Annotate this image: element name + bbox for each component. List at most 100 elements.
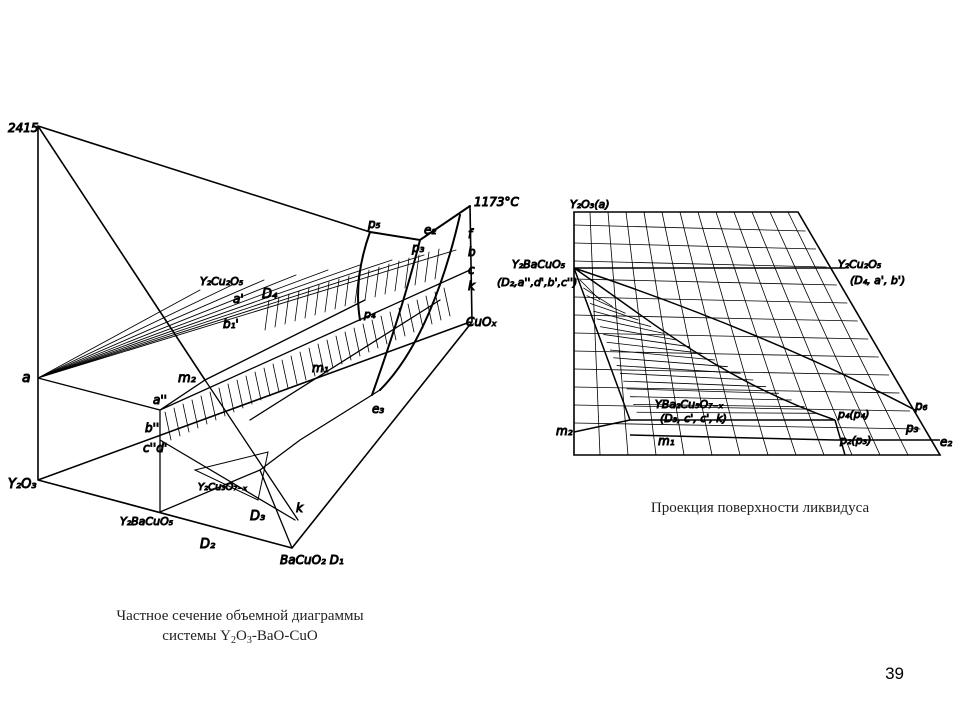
label-y2cu2o5-sub: (D₄, a', b') [850,274,905,287]
hatch-line [404,257,410,289]
hatch-line [362,323,370,353]
hatch-line [182,403,190,433]
liquidus-projection: Y₂O₃(a) Y₂BaCuO₅ (D₂,a'',d',b',c'') Y₂Cu… [497,198,953,456]
label-d2: D₂ [200,537,215,552]
hatch-line [619,372,754,381]
hatch-line [254,371,262,401]
label-e2: e₂ [424,223,436,237]
grid-line [573,350,879,358]
label-b-dprime: b'' [145,421,159,435]
liquidus-curve [357,205,471,396]
hatch-line [245,375,253,405]
label-p3: p₃ [411,241,425,255]
label-y2bacuo5-r: Y₂BaCuO₅ [512,258,565,271]
grid-line [573,278,837,286]
ray-line [37,254,425,379]
hatch-line [218,387,226,417]
hatch-line [236,379,244,409]
hatch-line [424,251,430,283]
grid-line [573,368,890,376]
ray-line [37,279,265,379]
grid-line [573,242,816,250]
grid-line [733,211,825,456]
ray-line [37,289,201,379]
hatch-line [344,331,352,361]
grid-line [697,211,769,456]
frame-edges [37,125,473,549]
hatch-line [294,290,300,322]
hatch-line [164,411,172,441]
hatch-line [398,307,406,337]
hatch-line [324,281,330,313]
label-p6: p₆ [914,399,928,413]
hatch-line [290,355,298,385]
label-bacuo2: BaCuO₂ D₁ [280,553,344,567]
label-y2cu2o5-r: Y₂Cu₂O₅ [838,258,881,271]
label-p3-r: p₃ [905,421,919,435]
grid-line [573,332,869,340]
hatch-line [586,295,626,314]
ray-line [37,269,329,379]
label-c: c [468,263,475,277]
hatch-line [354,272,360,304]
hatch-line [389,311,397,341]
hatch-line [281,359,289,389]
grid-line [679,211,741,456]
label-a-prime: a' [233,292,244,306]
label-yba2: YBa₂Cu₃O₇₋ₓ [655,398,723,411]
caption-line-2: системы Y2O3-BaO-CuO [162,628,318,646]
hatch-line [314,284,320,316]
label-p4p4: p₄(p₄) [837,408,869,421]
projection-hatch [579,279,818,414]
hatch-line [317,343,325,373]
sub-triangle [193,451,269,501]
grid-line [715,211,797,456]
hatch-line [200,395,208,425]
hatch-line [613,357,728,368]
grid-line [573,260,827,268]
hatch-line [304,287,310,319]
hatch-line [173,407,181,437]
hatch-line [633,404,805,408]
label-b1: b₁' [223,317,239,331]
hatch-line [623,380,767,388]
label-m2-r: m₂ [556,424,573,438]
label-m1: m₁ [312,361,329,375]
label-p5: p₅ [367,217,381,231]
label-k: k [468,279,476,293]
hatch-line [434,291,442,321]
grid-line [769,211,881,456]
ray-line [37,259,393,379]
grid-line [573,296,848,304]
label-c-d: c''d' [143,441,167,455]
grid-line [573,404,910,412]
ray-line [37,249,457,379]
ray-line [37,274,297,379]
hatch-line [589,302,639,321]
ray-line [37,264,361,379]
hatch-line [425,295,433,325]
hatch-line [599,326,677,341]
label-p2p3: p₂(p₃) [839,434,871,447]
hatch-line [616,365,741,374]
volume-diagram: 2415 1173°C a Y₂O₃ Y₂Cu₂O₅ D₄ a' b₁' m₂ … [8,121,521,568]
hatch-line [272,363,280,393]
hatch-line [434,248,440,280]
hatch-line [364,269,370,301]
label-k-low: k [296,501,304,515]
projection-frame [573,211,942,456]
hatch-line [626,388,779,394]
page-number: 39 [885,664,904,683]
projection-boundaries [573,267,940,456]
hatch-line [629,396,792,401]
label-2415: 2415 [8,121,39,135]
label-y2cu3o: Y₂Cu₃O₇₋ₓ [198,482,248,493]
grid-line [787,211,909,456]
hatch-line [416,299,424,329]
hatch-line [443,287,451,317]
label-a-dprime: a'' [153,393,167,407]
label-e3: e₃ [372,402,384,416]
hatch-line [583,287,613,308]
hatch-line [394,260,400,292]
